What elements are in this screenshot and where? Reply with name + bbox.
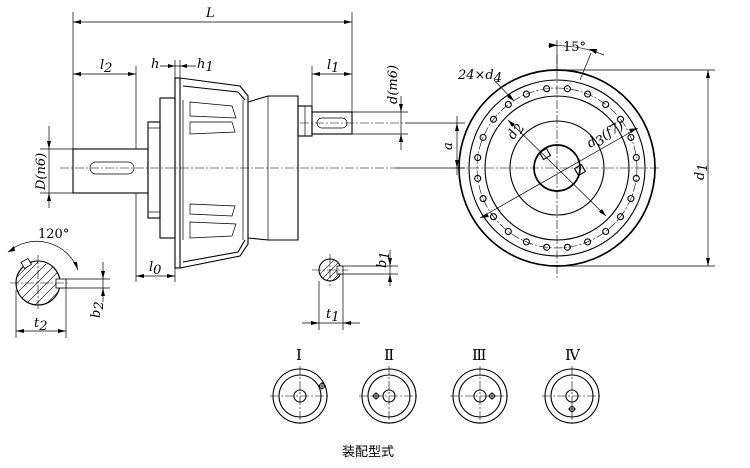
bolt-hole [479, 195, 487, 203]
mounting-form-1-label: Ⅰ [296, 346, 302, 364]
mounting-form-3-label: Ⅲ [472, 346, 486, 364]
bolt-hole [504, 227, 512, 236]
bolt-hole [489, 213, 498, 221]
output-shaft-section: b1 t1 [302, 250, 398, 330]
label-t2: t2 [34, 316, 48, 334]
output-stage [247, 95, 313, 241]
bolt-hole [474, 174, 482, 182]
bolt-hole [489, 115, 498, 123]
label-t1: t1 [326, 307, 340, 325]
reducer-housing [174, 77, 249, 269]
bolt-hole [543, 85, 551, 93]
bolt-hole [616, 213, 625, 221]
mounting-form-1: Ⅰ [270, 346, 330, 426]
bolt-hole [616, 115, 625, 123]
label-h1: h1 [197, 57, 214, 75]
bolt-hole [522, 90, 530, 98]
dim-a: a [395, 116, 465, 175]
label-h: h [151, 57, 159, 72]
bolt-hole [563, 243, 571, 251]
bolt-hole [522, 238, 530, 246]
label-l1: l1 [327, 58, 339, 76]
mounting-forms-caption: 装配型式 [342, 445, 394, 460]
dim-l0: l0 [135, 193, 176, 282]
dim-d-m6: d(m6) [352, 65, 408, 150]
bolt-hole [563, 85, 571, 93]
label-b2: b2 [89, 301, 107, 318]
end-view: 15° 24×d4 d1 d2 d3(f7) [455, 40, 715, 280]
label-15-deg: 15° [563, 40, 586, 55]
label-b1: b1 [375, 251, 393, 268]
bolt-hole [479, 133, 487, 141]
bolt-hole [627, 195, 635, 203]
mounting-form-3: Ⅲ [450, 346, 510, 426]
bolt-hole [602, 100, 610, 109]
output-shaft [300, 111, 405, 135]
mounting-form-2-label: Ⅱ [384, 346, 394, 364]
mounting-form-4: Ⅳ [542, 346, 602, 426]
bolt-hole [627, 133, 635, 141]
dim-l2: l2 [73, 58, 137, 149]
dim-h-h1: h h1 [151, 57, 214, 78]
mounting-form-4-label: Ⅳ [565, 346, 581, 364]
dim-L: L [72, 6, 353, 149]
mounting-forms: Ⅰ Ⅱ Ⅲ [270, 346, 602, 460]
label-24xd4: 24×d4 [457, 68, 502, 86]
dim-l1: l1 [311, 58, 352, 106]
input-shaft [72, 148, 149, 194]
label-d1: d1 [693, 163, 711, 180]
mounting-form-2: Ⅱ [359, 346, 419, 426]
bolt-holes [474, 85, 640, 251]
side-view: L l2 h h1 l1 [34, 6, 465, 282]
label-d-m6: d(m6) [386, 65, 401, 104]
bolt-hole [632, 154, 640, 162]
label-L: L [205, 6, 215, 21]
bolt-hole [602, 227, 610, 236]
label-120-deg: 120° [38, 227, 69, 242]
dim-D-n6: D(n6) [34, 126, 73, 208]
label-l2: l2 [100, 58, 112, 76]
bolt-hole [504, 100, 512, 109]
label-a: a [441, 142, 456, 150]
label-d2: d2 [504, 120, 528, 143]
input-shaft-section: 120° b2 t2 [7, 227, 110, 338]
label-l0: l0 [149, 260, 161, 278]
bolt-circle [476, 87, 638, 249]
label-D-n6: D(n6) [34, 153, 49, 191]
bolt-hole [543, 243, 551, 251]
bolt-hole [584, 90, 592, 98]
bolt-hole [632, 174, 640, 182]
bolt-hole [474, 154, 482, 162]
bolt-hole [584, 238, 592, 246]
